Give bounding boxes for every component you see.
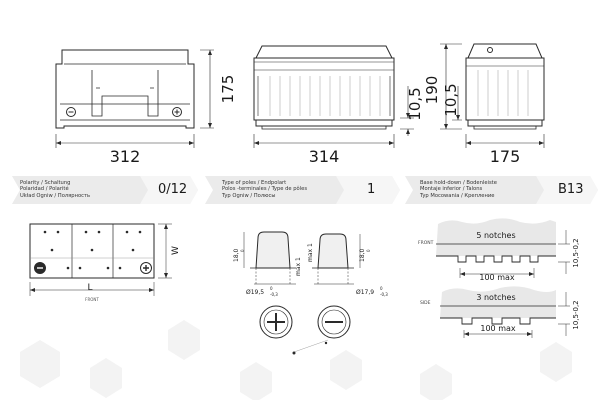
side-view-total-height-label: 190 xyxy=(423,76,441,105)
left-terminal-height: 18,0 xyxy=(233,248,240,262)
poles-header-text: Type of poles / Endpolart Polos -termina… xyxy=(222,180,307,208)
left-terminal-diameter-tol-top: 0 xyxy=(270,286,273,291)
holddown-header-text: Base hold-down / Bodenleiste Montaje inf… xyxy=(420,180,497,208)
front-view-width-label: 314 xyxy=(309,147,340,166)
holddown-title-line: Base hold-down / Bodenleiste xyxy=(420,180,497,186)
polarity-front-label: FRONT xyxy=(85,297,99,302)
polarity-value: 0/12 xyxy=(158,182,188,197)
right-terminal-height: 18,0 xyxy=(359,248,366,262)
battery-side-view xyxy=(440,43,545,148)
holddown-front-height: 10,5-0,2 xyxy=(572,238,580,267)
dimension-drawings: 175 10,5 190 10,5 312 314 175 xyxy=(55,43,545,166)
holddown-side-diagram xyxy=(440,286,570,338)
poles-value: 1 xyxy=(367,182,376,197)
holddown-side-height: 10,5-0,2 xyxy=(572,300,580,329)
holddown-front-diagram xyxy=(436,218,570,278)
top-view-width-label: 312 xyxy=(110,147,141,166)
front-view-height-label: 10,5 xyxy=(406,87,424,120)
top-view-height-label: 175 xyxy=(219,75,237,104)
pole-terminals-diagram xyxy=(243,231,361,355)
polarity-header-text: Polarity / Schaltung Polaridad / Polarit… xyxy=(20,180,90,208)
holddown-side-notches: 3 notches xyxy=(476,293,515,302)
right-terminal-diameter-tol-top: 0 xyxy=(380,286,383,291)
polarity-diagram xyxy=(29,223,172,296)
holddown-side-label: SIDE xyxy=(420,300,431,306)
polarity-width-label: W xyxy=(171,246,181,255)
left-terminal-diameter: Ø19,5 xyxy=(246,289,264,296)
side-view-body-height-label: 10,5 xyxy=(442,83,460,116)
poles-title-line: Typ Ogniw / Полюсы xyxy=(222,192,276,199)
polarity-title-line: Układ Ogniw / Полярность xyxy=(20,192,91,199)
left-terminal-max: max 1 xyxy=(295,257,302,276)
poles-title-line: Type of poles / Endpolart xyxy=(222,180,287,186)
holddown-value: B13 xyxy=(558,182,584,197)
polarity-length-label: L xyxy=(87,283,92,293)
section-header-bands xyxy=(12,176,598,204)
holddown-front-label: FRONT xyxy=(418,240,434,246)
poles-title-line: Polos -terminales / Type de pôles xyxy=(222,186,308,193)
right-terminal-diameter-tol-bottom: -0,3 xyxy=(380,292,388,297)
polarity-title-line: Polaridad / Polarité xyxy=(20,186,69,193)
battery-front-view xyxy=(253,45,414,148)
holddown-title-line: Montaje inferior / Talons xyxy=(420,186,483,193)
side-view-width-label: 175 xyxy=(490,147,521,166)
polarity-title-line: Polarity / Schaltung xyxy=(20,180,71,186)
battery-top-view xyxy=(55,49,214,148)
left-terminal-height-tolerance: 0 xyxy=(240,249,245,252)
holddown-side-max-width: 100 max xyxy=(480,324,516,333)
holddown-front-notches: 5 notches xyxy=(476,231,515,240)
left-terminal-diameter-tol-bottom: -0,3 xyxy=(270,292,278,297)
background-hexagon-pattern xyxy=(20,320,572,400)
right-terminal-diameter: Ø17,9 xyxy=(356,289,374,296)
holddown-title-line: Typ Mocowania / Крепление xyxy=(420,192,495,199)
right-terminal-height-tolerance: 0 xyxy=(366,249,371,252)
right-terminal-max: max 1 xyxy=(307,243,314,262)
holddown-front-max-width: 100 max xyxy=(479,273,515,282)
